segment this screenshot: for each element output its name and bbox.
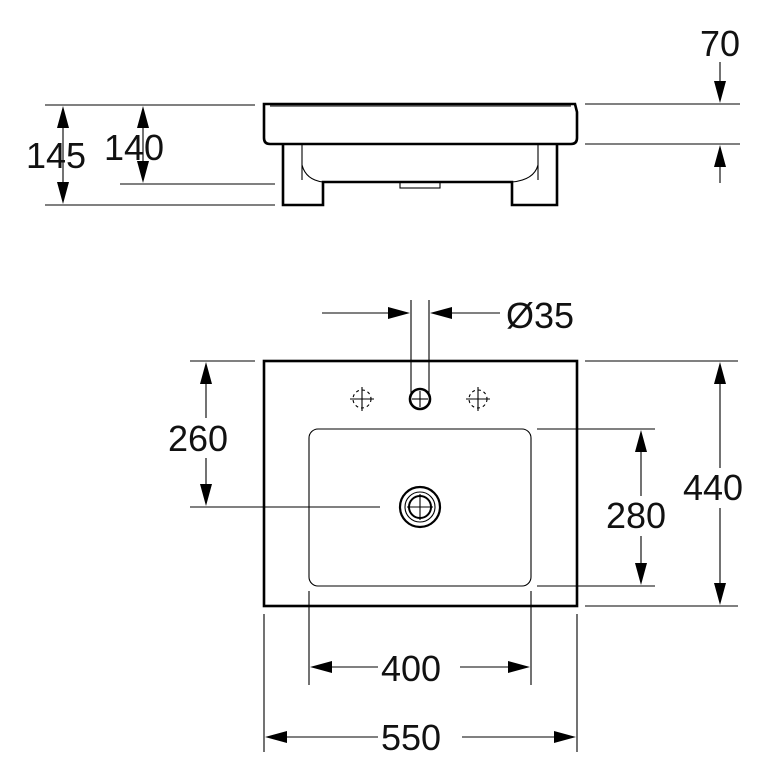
arrow-550-left bbox=[265, 731, 287, 743]
arrow-145-bottom bbox=[57, 182, 69, 204]
arrow-440-top bbox=[714, 362, 726, 384]
side-bowl-curve-right bbox=[511, 164, 539, 183]
arrow-400-left bbox=[310, 661, 332, 673]
tap-hole-icon bbox=[408, 387, 432, 411]
arrow-280-top bbox=[635, 430, 647, 452]
label-bg-400 bbox=[378, 648, 460, 686]
side-rim bbox=[262, 102, 579, 146]
label-bg-260 bbox=[166, 418, 246, 458]
top-basin-outline bbox=[262, 359, 579, 608]
arrow-70-bottom bbox=[714, 145, 726, 167]
dim-label-d35: Ø35 bbox=[506, 295, 574, 336]
drain-icon bbox=[398, 485, 442, 529]
side-basin-body bbox=[281, 144, 559, 207]
arrow-145-top bbox=[57, 106, 69, 128]
optional-tap-hole-icon bbox=[466, 387, 490, 411]
arrow-260-top bbox=[200, 362, 212, 384]
label-bg-280 bbox=[604, 496, 680, 536]
arrow-280-bottom bbox=[635, 563, 647, 585]
side-bowl-curve-left bbox=[301, 164, 324, 183]
label-bg-550 bbox=[378, 718, 462, 756]
arrow-d35-right bbox=[430, 307, 452, 319]
dim-label-260: 260 bbox=[168, 418, 228, 459]
dim-label-550: 550 bbox=[381, 717, 441, 758]
dim-label-280: 280 bbox=[606, 495, 666, 536]
optional-tap-hole-icon bbox=[350, 387, 374, 411]
arrow-d35-left bbox=[388, 307, 410, 319]
dim-label-400: 400 bbox=[381, 648, 441, 689]
arrow-140-top bbox=[137, 106, 149, 128]
dim-label-145: 145 bbox=[26, 135, 86, 176]
arrow-70-top bbox=[714, 81, 726, 103]
dim-label-440: 440 bbox=[683, 467, 743, 508]
arrow-260-bottom bbox=[200, 484, 212, 506]
side-view: 145 140 70 bbox=[26, 23, 740, 207]
top-view: Ø35 260 280 440 400 bbox=[166, 295, 759, 758]
label-bg-440 bbox=[681, 468, 759, 508]
dim-label-70: 70 bbox=[700, 23, 740, 64]
arrow-550-right bbox=[554, 731, 576, 743]
dim-label-140: 140 bbox=[104, 127, 164, 168]
arrow-140-bottom bbox=[137, 161, 149, 183]
arrow-400-right bbox=[508, 661, 530, 673]
side-drain-outlet bbox=[399, 181, 441, 189]
arrow-440-bottom bbox=[714, 583, 726, 605]
